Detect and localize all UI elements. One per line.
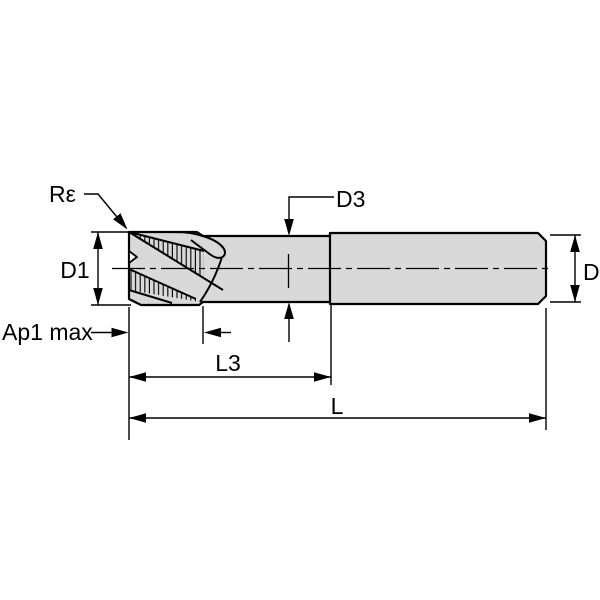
label-corner-radius: Rε [49,181,76,207]
centerline [112,254,553,288]
flute-runout-tail [199,256,223,303]
label-flute-length: L3 [215,350,241,376]
end-tooth-notch [128,250,138,264]
label-max-depth-of-cut: Ap1 max [2,319,93,345]
label-overall-length: L [331,393,344,419]
flute-band-top-edge [128,231,205,252]
label-neck-diameter: D3 [336,186,365,212]
lower-flute-edge-2 [128,289,173,304]
d3-leader [288,196,334,221]
label-cutting-diameter: D1 [60,257,89,283]
label-shank-diameter: D [583,259,600,285]
dimension-labels: Rε D3 D1 D Ap1 max L3 L [2,181,600,419]
flute-helix-edge [128,231,224,291]
lower-flute-edge-1 [128,268,197,300]
cutting-head-flutes [128,231,226,304]
